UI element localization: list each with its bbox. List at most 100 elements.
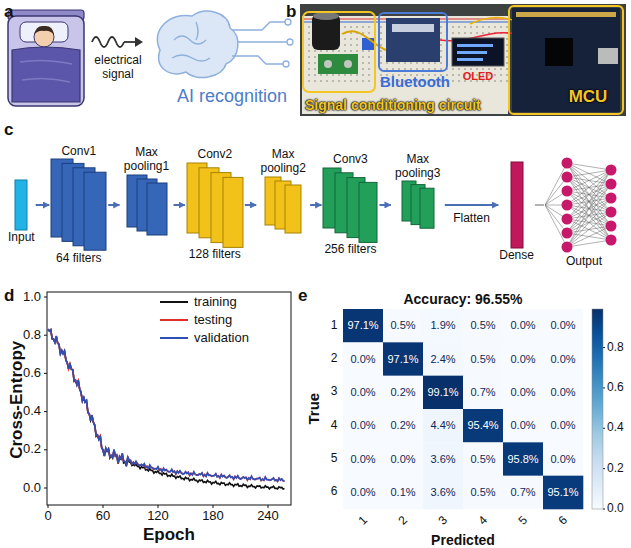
tick-mark	[603, 509, 605, 510]
matrix-cell	[343, 342, 383, 376]
tick-label: 120	[147, 509, 169, 524]
cell-value: 97.1%	[347, 319, 378, 332]
part-label: Bluetooth	[380, 73, 450, 90]
matrix-cell	[543, 309, 583, 343]
cell-value: 0.2%	[390, 386, 415, 399]
blanket-fold	[20, 60, 72, 82]
tick-label: 180	[202, 509, 224, 524]
legend-text: validation	[194, 331, 249, 346]
oled-line	[457, 44, 493, 47]
tick-mark	[44, 297, 47, 298]
brain-icon	[157, 11, 293, 77]
layer-stack	[401, 180, 435, 229]
cell-value: 95.1%	[547, 486, 578, 499]
neuron-link	[567, 163, 611, 170]
cell-value: 2.4%	[430, 353, 455, 366]
column-label: 6	[556, 514, 570, 528]
pin-header	[516, 12, 616, 17]
chart-title: Accuracy: 96.55%	[403, 291, 522, 307]
neuron-link	[567, 163, 611, 212]
cell-value: 0.0%	[550, 419, 575, 432]
matrix-cell	[503, 342, 543, 376]
matrix-cell	[543, 442, 583, 476]
neuron-link	[545, 205, 567, 247]
legend-line	[160, 319, 188, 321]
neuron	[562, 214, 573, 225]
signal-label: electrical signal	[85, 54, 151, 82]
matrix-cell	[343, 409, 383, 443]
cell-value: 97.1%	[387, 353, 418, 366]
cell-value: 0.7%	[510, 486, 535, 499]
tick-mark	[603, 387, 605, 388]
tick-mark	[44, 373, 47, 374]
column-label: 5	[516, 514, 530, 528]
matrix-cell	[383, 409, 423, 443]
matrix-cell	[343, 376, 383, 410]
feature-map	[511, 162, 523, 248]
layer-label: Dense	[499, 249, 534, 263]
matrix-cell	[503, 442, 543, 476]
matrix-cell	[383, 342, 423, 376]
wave	[92, 37, 124, 47]
column-label: 2	[396, 514, 410, 528]
circuit-dot	[283, 61, 289, 67]
axis-title: Predicted	[431, 532, 495, 548]
layer-label: 64 filters	[56, 252, 101, 266]
cell-value: 0.5%	[470, 453, 495, 466]
layer-stack	[126, 174, 168, 236]
wire	[470, 17, 518, 24]
cell-value: 0.0%	[350, 486, 375, 499]
signal-circuit-outline	[303, 12, 375, 92]
layer-stack	[50, 158, 107, 251]
layer-block: Max pooling1	[121, 146, 173, 236]
row-label: 5	[331, 452, 338, 466]
neuron-link	[567, 163, 611, 184]
colorbar-tick: 0.8	[607, 341, 624, 355]
matrix-cell	[543, 409, 583, 443]
feature-map	[359, 182, 377, 242]
cell-value: 0.5%	[470, 319, 495, 332]
screw	[344, 60, 352, 68]
tick-label: 0.4	[23, 404, 41, 419]
neuron	[606, 165, 617, 176]
cell-value: 0.7%	[470, 386, 495, 399]
tick-mark	[603, 347, 605, 348]
matrix-cell	[423, 476, 463, 510]
colorbar-tick: 0.6	[607, 381, 624, 395]
neuron-link	[567, 240, 611, 247]
column-label: 4	[476, 514, 490, 528]
layer-block: Conv2128 filters	[186, 148, 244, 262]
matrix-cell	[383, 476, 423, 510]
tick-mark	[44, 488, 47, 489]
connector-arrow	[245, 204, 256, 206]
column-label: 3	[436, 514, 450, 528]
matrix-cell	[543, 376, 583, 410]
cell-value: 0.0%	[550, 319, 575, 332]
colorbar	[592, 309, 603, 509]
neuron	[562, 172, 573, 183]
matrix-cell	[463, 342, 503, 376]
legend-text: training	[194, 295, 237, 310]
tick-mark	[603, 428, 605, 429]
matrix-cell	[463, 409, 503, 443]
brain	[157, 11, 238, 77]
cell-value: 99.1%	[427, 386, 458, 399]
cell-value: 1.9%	[430, 319, 455, 332]
matrix-cell	[423, 409, 463, 443]
mcu-chip	[545, 38, 573, 66]
tick-mark	[44, 411, 47, 412]
signal-arrow	[92, 37, 143, 47]
layer-block: Conv164 filters	[50, 145, 107, 266]
layer-block: Max pooling3	[392, 153, 444, 230]
cell-value: 3.6%	[430, 453, 455, 466]
matrix-cell	[503, 476, 543, 510]
cell-value: 0.0%	[350, 419, 375, 432]
cell-value: 0.5%	[470, 353, 495, 366]
row-label: 3	[331, 385, 338, 399]
layer-block: Output	[545, 155, 623, 269]
cell-value: 0.2%	[390, 419, 415, 432]
tick-label: 0.6	[23, 366, 41, 381]
axis-title: Epoch	[143, 525, 195, 545]
legend-text: testing	[194, 313, 232, 328]
neuron-link	[567, 184, 611, 247]
